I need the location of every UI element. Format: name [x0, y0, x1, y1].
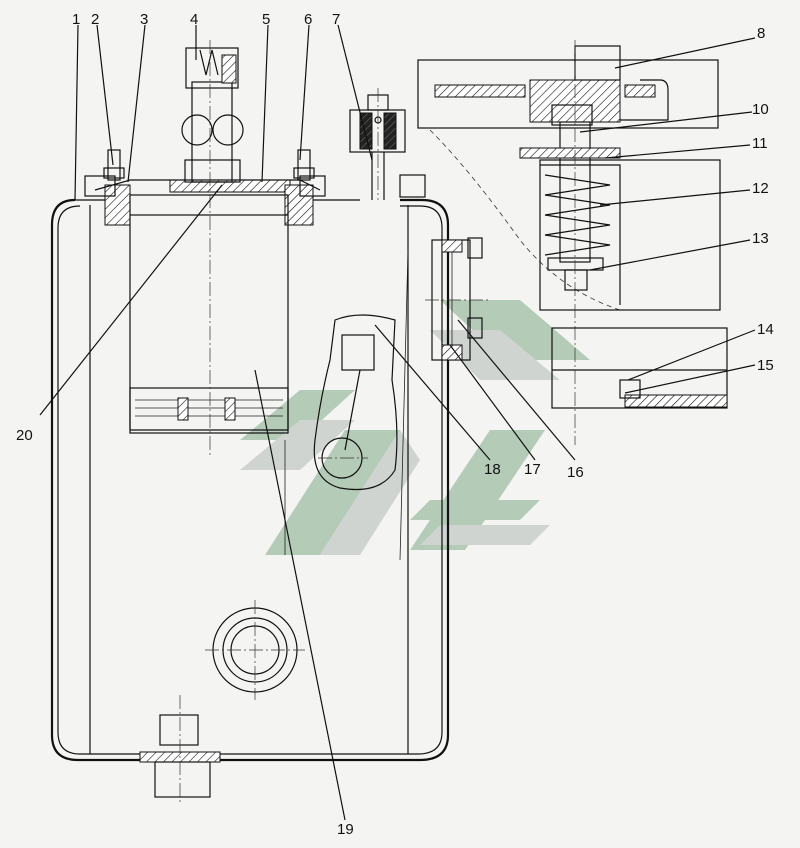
callout-2: 2: [91, 11, 99, 28]
filler-neck: [181, 47, 244, 183]
filter-element: [129, 194, 289, 434]
callout-11: 11: [752, 135, 768, 152]
callout-12: 12: [752, 180, 769, 197]
detail-view-base: [551, 327, 728, 409]
callout-10: 10: [752, 101, 769, 118]
callout-15: 15: [757, 357, 774, 374]
callout-13: 13: [752, 230, 769, 247]
callout-16: 16: [567, 464, 584, 481]
watermark-logo: [240, 300, 590, 555]
bolt-right: [293, 149, 426, 198]
callout-5: 5: [262, 11, 270, 28]
detail-view-valve: [417, 40, 721, 445]
top-cover-plate: [94, 179, 321, 226]
callout-17: 17: [524, 461, 541, 478]
bolt-left: [84, 149, 125, 197]
callout-1: 1: [72, 11, 80, 28]
callout-4: 4: [190, 11, 198, 28]
callout-18: 18: [484, 461, 501, 478]
callout-6: 6: [304, 11, 312, 28]
callout-8: 8: [757, 25, 765, 42]
callout-3: 3: [140, 11, 148, 28]
leader-lines: [39, 24, 756, 821]
callout-labels: 1 2 3 4 5 6 7 8 10 11 12 13 14 15 16 17 …: [16, 11, 774, 838]
centerlines-main: [179, 40, 490, 805]
callout-14: 14: [757, 321, 774, 338]
level-sensor-head: [349, 94, 406, 200]
callout-20: 20: [16, 427, 33, 444]
callout-19: 19: [337, 821, 354, 838]
callout-7: 7: [332, 11, 340, 28]
drain-port: [139, 607, 298, 798]
